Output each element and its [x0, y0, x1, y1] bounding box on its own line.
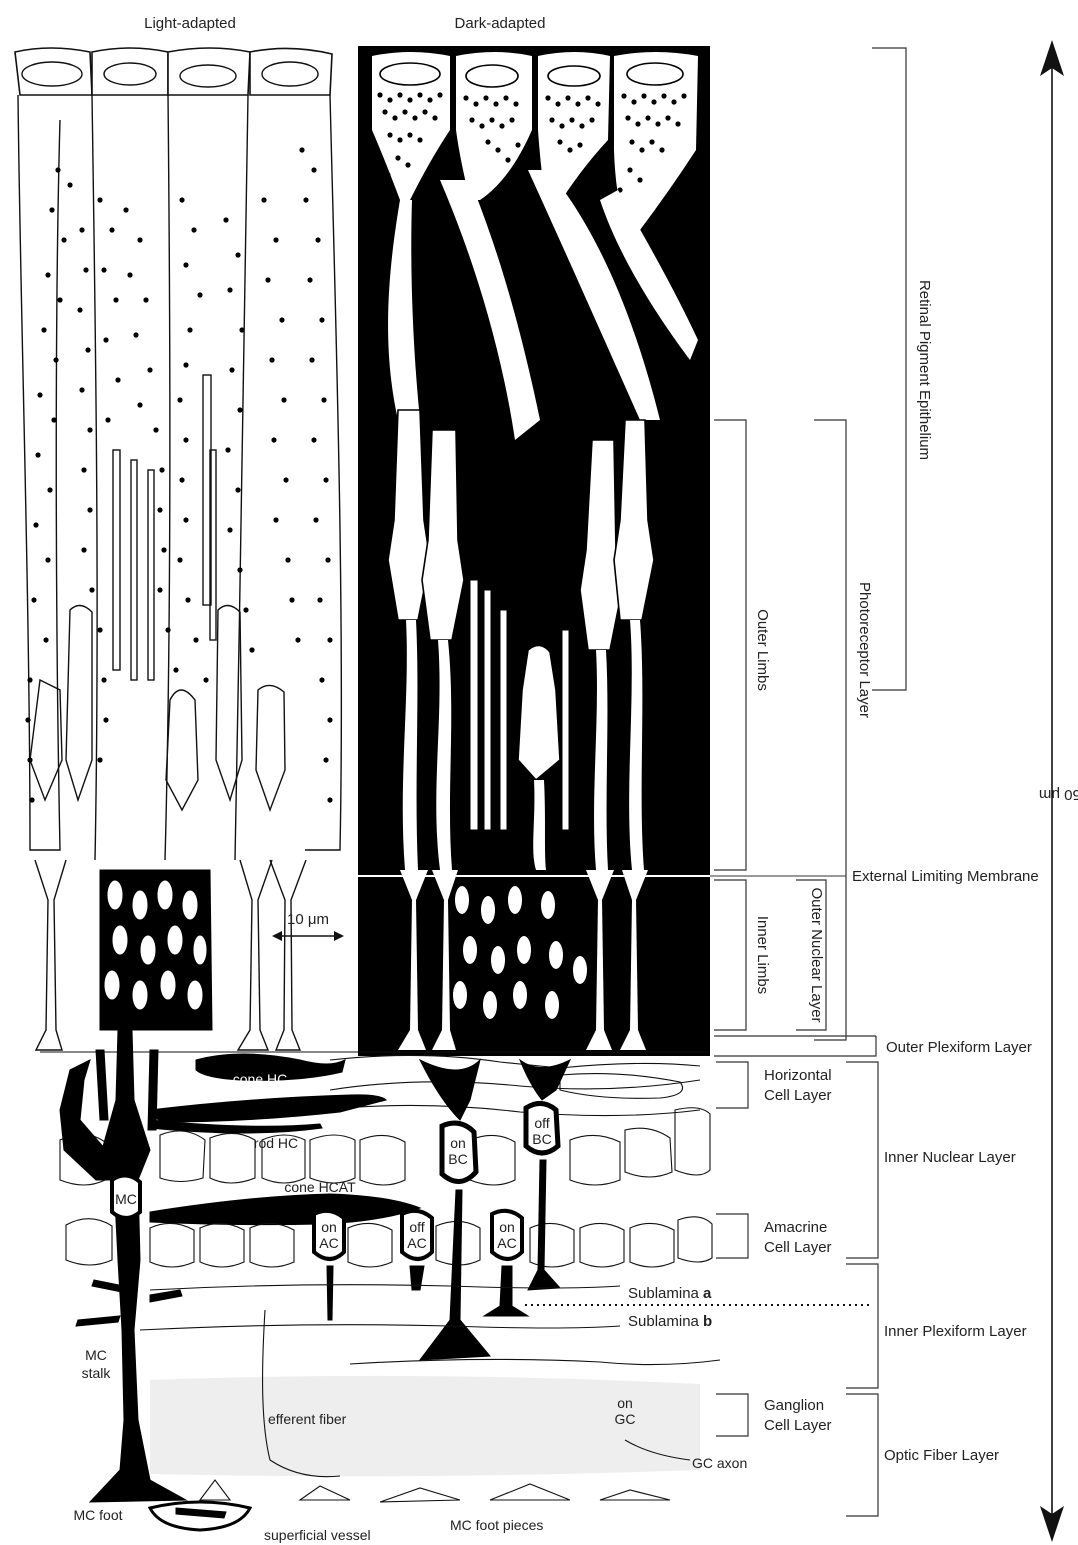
amacrine-layer-label-2: Cell Layer	[764, 1239, 832, 1256]
off-bc-label-2: BC	[532, 1131, 551, 1147]
on-ac-left-label-1: on	[321, 1219, 337, 1235]
mc-stalk-label-2: stalk	[82, 1365, 112, 1381]
scale-10um-label: 10 μm	[287, 911, 329, 928]
mc-stalk-label-1: MC	[85, 1347, 107, 1363]
ipl-label: Inner Plexiform Layer	[884, 1323, 1027, 1340]
onl-label: Outer Nuclear Layer	[808, 887, 825, 1022]
ganglion-layer-label-2: Cell Layer	[764, 1417, 832, 1434]
amacrine-layer-label-1: Amacrine	[764, 1219, 827, 1236]
sublamina-b-label: Sublamina b	[628, 1313, 712, 1330]
opl-label: Outer Plexiform Layer	[886, 1039, 1032, 1056]
horizontal-layer-label-1: Horizontal	[764, 1067, 832, 1084]
inner-limbs-label: Inner Limbs	[754, 916, 771, 994]
scale-bar-10um: 10 μm	[272, 911, 344, 941]
off-ac-label-2: AC	[407, 1235, 426, 1251]
mc-foot-label: MC foot	[73, 1507, 122, 1523]
mc-label: MC	[115, 1191, 137, 1207]
photoreceptor-layer-label: Photoreceptor Layer	[856, 582, 873, 718]
elm-label: External Limiting Membrane	[852, 868, 1039, 885]
superficial-vessel-label: superficial vessel	[264, 1527, 371, 1543]
on-bc-label-2: BC	[448, 1151, 467, 1167]
on-ac-left-label-2: AC	[319, 1235, 338, 1251]
mc-foot-pieces-label: MC foot pieces	[450, 1517, 543, 1533]
rod-hc-label: rod HC	[254, 1135, 298, 1151]
outer-limbs-label: Outer Limbs	[754, 609, 771, 691]
ofl-label: Optic Fiber Layer	[884, 1447, 999, 1464]
off-bc-label-1: off	[534, 1115, 549, 1131]
on-gc-label-1: on	[617, 1395, 633, 1411]
ganglion-layer-label-1: Ganglion	[764, 1397, 824, 1414]
scale-arrow-250um: 250 μm	[1039, 40, 1078, 1542]
off-ac-label-1: off	[409, 1219, 424, 1235]
on-ac-right-label-2: AC	[497, 1235, 516, 1251]
rpe-label: Retinal Pigment Epithelium	[916, 280, 933, 460]
on-gc-label-2: GC	[615, 1411, 636, 1427]
gc-axon-label: GC axon	[692, 1455, 747, 1471]
cone-hcat-label: cone HCAT	[284, 1179, 356, 1195]
on-ac-right-label-1: on	[499, 1219, 515, 1235]
sublamina-a-label: Sublamina a	[628, 1285, 712, 1302]
light-adapted-panel	[15, 48, 341, 1050]
horizontal-layer-label-2: Cell Layer	[764, 1087, 832, 1104]
dark-adapted-title: Dark-adapted	[455, 15, 546, 32]
cone-hc-label: cone HC	[233, 1071, 287, 1087]
scale-250um-label: 250 μm	[1039, 786, 1078, 803]
layer-brackets	[710, 48, 906, 1516]
light-pigment-granules	[25, 147, 332, 802]
on-bc-label-1: on	[450, 1135, 466, 1151]
dark-adapted-panel	[358, 46, 710, 1056]
inl-label: Inner Nuclear Layer	[884, 1149, 1016, 1166]
light-adapted-title: Light-adapted	[144, 15, 236, 32]
efferent-fiber-label: efferent fiber	[268, 1411, 347, 1427]
